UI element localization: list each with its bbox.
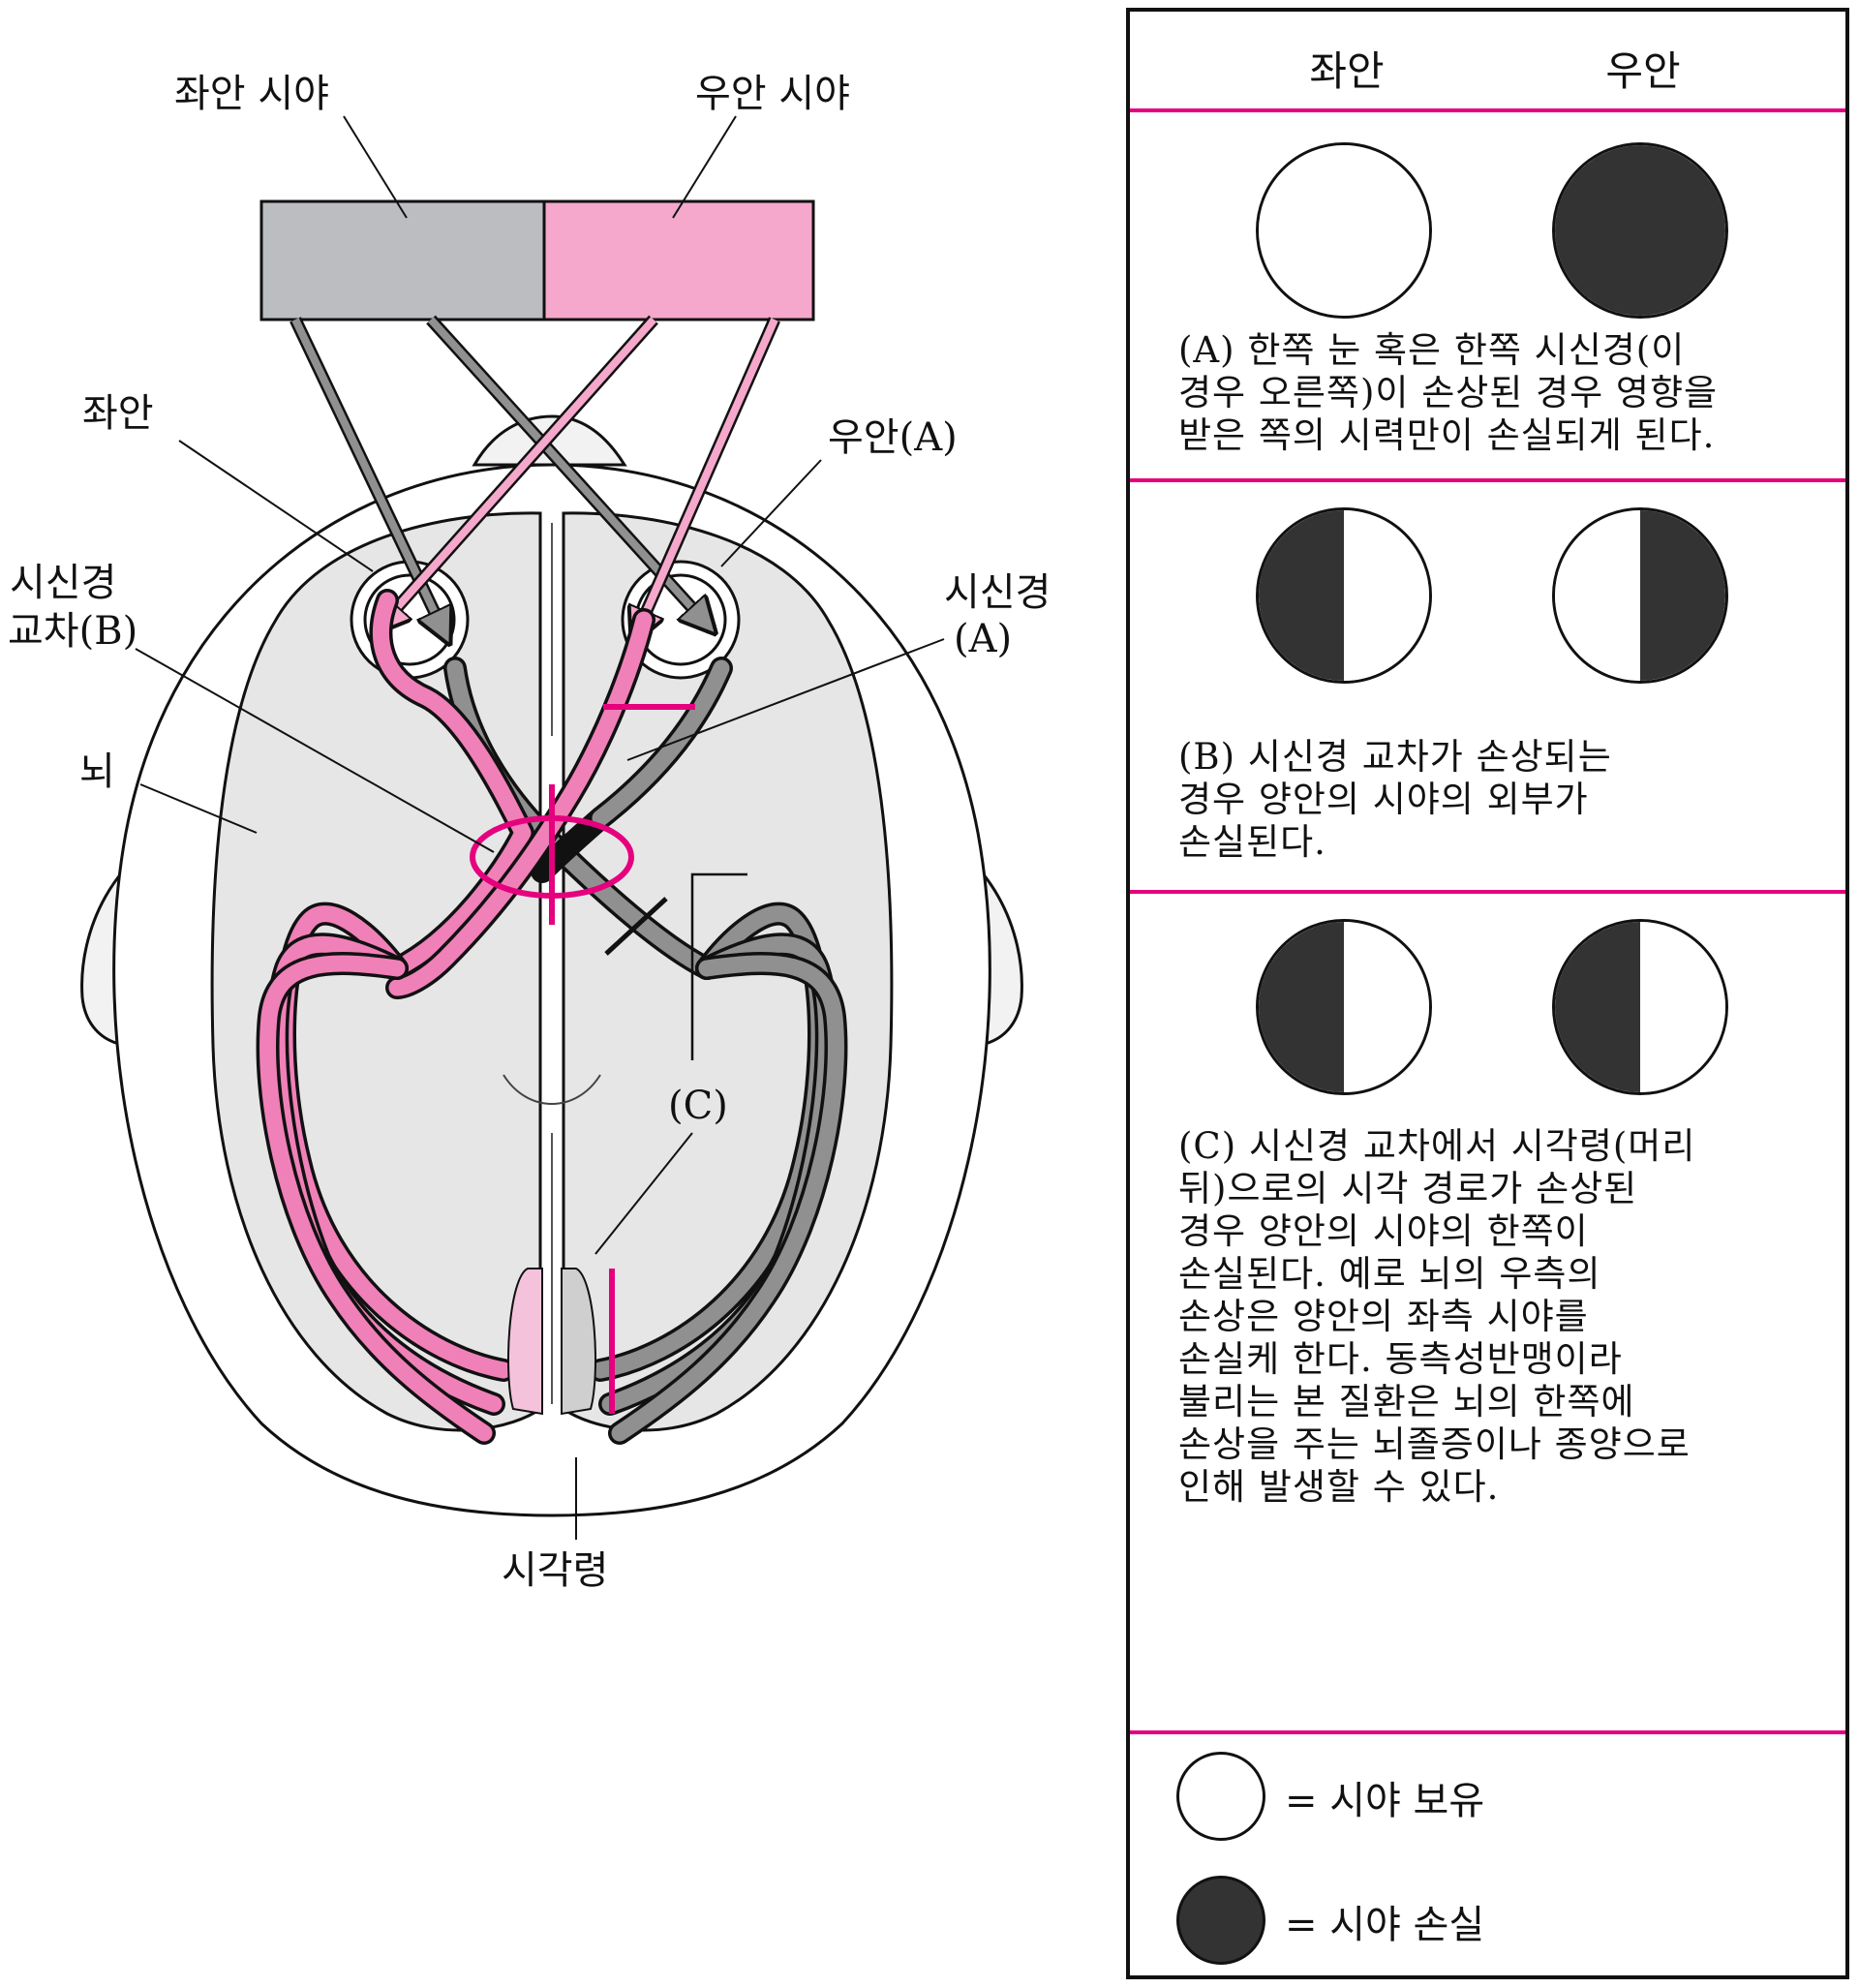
row-b-description: (B) 시신경 교차가 손상되는 경우 양안의 시야의 외부가 손실된다. xyxy=(1178,736,1612,864)
divider xyxy=(1130,890,1845,894)
desc-line: 손상은 양안의 좌측 시야를 xyxy=(1178,1296,1589,1337)
legend-retained-circle xyxy=(1176,1752,1265,1841)
row-a-right-eye-left-half xyxy=(1555,145,1640,316)
label-visual-cortex: 시각령 xyxy=(502,1548,608,1593)
left-visual-field xyxy=(259,199,546,321)
row-c-left-eye-field xyxy=(1256,919,1432,1095)
right-occipital-area xyxy=(561,1268,596,1416)
row-a-right-eye-right-half xyxy=(1640,145,1725,316)
row-a-right-eye-field xyxy=(1552,142,1728,319)
row-a-left-eye-left-half xyxy=(1259,145,1344,316)
visual-pathway-diagram: 좌안 시야 우안 시야 좌안 우안(A) 시신경 교차(B) 시신경 (A) 뇌… xyxy=(8,72,1051,1593)
row-b-right-eye-left-half xyxy=(1555,510,1640,681)
desc-line: 경우 양안의 시야의 외부가 xyxy=(1178,779,1589,820)
header-right-eye: 우안 xyxy=(1605,47,1681,95)
row-b-right-eye-right-half xyxy=(1640,510,1725,681)
desc-line: (B) 시신경 교차가 손상되는 xyxy=(1178,736,1612,778)
label-nerve-line1: 시신경 xyxy=(944,570,1051,615)
desc-line: 받은 쪽의 시력만이 손실되게 된다. xyxy=(1178,414,1716,456)
row-b-left-eye-left-half xyxy=(1259,510,1344,681)
legend-lost-label: = 시야 손실 xyxy=(1285,1903,1485,1947)
desc-line: 손실된다. xyxy=(1178,821,1326,863)
legend-lost-circle xyxy=(1176,1876,1265,1965)
desc-line: 뒤)으로의 시각 경로가 손상된 xyxy=(1178,1168,1638,1209)
desc-line: 경우 오른쪽)이 손상된 경우 영향을 xyxy=(1178,372,1719,413)
header-left-eye: 좌안 xyxy=(1309,47,1385,95)
row-c-left-eye-right-half xyxy=(1344,922,1429,1092)
row-a-description: (A) 한쪽 눈 혹은 한쪽 시신경(이 경우 오른쪽)이 손상된 경우 영향을… xyxy=(1178,329,1718,457)
desc-line: 인해 발생할 수 있다. xyxy=(1178,1466,1500,1508)
lesion-c-tract-marker xyxy=(604,897,668,956)
row-a-left-eye-field xyxy=(1256,142,1432,319)
label-chiasm-line1: 시신경 xyxy=(10,561,116,605)
desc-line: 불리는 본 질환은 뇌의 한쪽에 xyxy=(1178,1381,1635,1422)
brain-fold xyxy=(503,1074,601,1105)
label-chiasm-line2: 교차(B) xyxy=(8,609,137,654)
desc-line: 손상을 주는 뇌졸증이나 종양으로 xyxy=(1178,1423,1691,1465)
label-right-visual-field: 우안 시야 xyxy=(695,72,850,116)
light-rays xyxy=(290,315,780,639)
divider xyxy=(1130,1730,1845,1734)
label-right-eye: 우안(A) xyxy=(828,415,958,460)
desc-line: (C) 시신경 교차에서 시각령(머리 xyxy=(1178,1125,1696,1167)
row-b-left-eye-right-half xyxy=(1344,510,1429,681)
visual-field-loss-panel: 좌안 우안 (A) 한쪽 눈 혹은 한쪽 시신경(이 경우 오른쪽)이 손상된 … xyxy=(1126,8,1849,1979)
tract-bracket xyxy=(690,872,747,1060)
pink-pathway xyxy=(256,589,655,1445)
left-occipital-area xyxy=(507,1268,543,1416)
desc-line: 손실된다. 예로 뇌의 우측의 xyxy=(1178,1253,1601,1295)
label-left-visual-field: 좌안 시야 xyxy=(174,72,329,116)
right-visual-field xyxy=(542,199,815,321)
row-c-description: (C) 시신경 교차에서 시각령(머리 뒤)으로의 시각 경로가 손상된 경우 … xyxy=(1178,1125,1695,1509)
row-c-right-eye-left-half xyxy=(1555,922,1640,1092)
desc-line: 경우 양안의 시야의 한쪽이 xyxy=(1178,1210,1589,1252)
divider xyxy=(1130,108,1845,112)
row-c-right-eye-right-half xyxy=(1640,922,1725,1092)
label-brain: 뇌 xyxy=(79,749,115,794)
legend-retained-label: = 시야 보유 xyxy=(1285,1779,1485,1823)
desc-line: 손실케 한다. 동측성반맹이라 xyxy=(1178,1338,1623,1380)
divider xyxy=(1130,478,1845,482)
label-nerve-line2: (A) xyxy=(954,617,1012,661)
row-a-left-eye-right-half xyxy=(1344,145,1429,316)
row-c-right-eye-field xyxy=(1552,919,1728,1095)
row-b-right-eye-field xyxy=(1552,507,1728,684)
label-left-eye: 좌안 xyxy=(82,391,154,436)
row-c-left-eye-left-half xyxy=(1259,922,1344,1092)
leader-lines xyxy=(135,115,945,1540)
label-tract: (C) xyxy=(668,1084,728,1128)
row-b-left-eye-field xyxy=(1256,507,1432,684)
desc-line: (A) 한쪽 눈 혹은 한쪽 시신경(이 xyxy=(1178,329,1686,371)
